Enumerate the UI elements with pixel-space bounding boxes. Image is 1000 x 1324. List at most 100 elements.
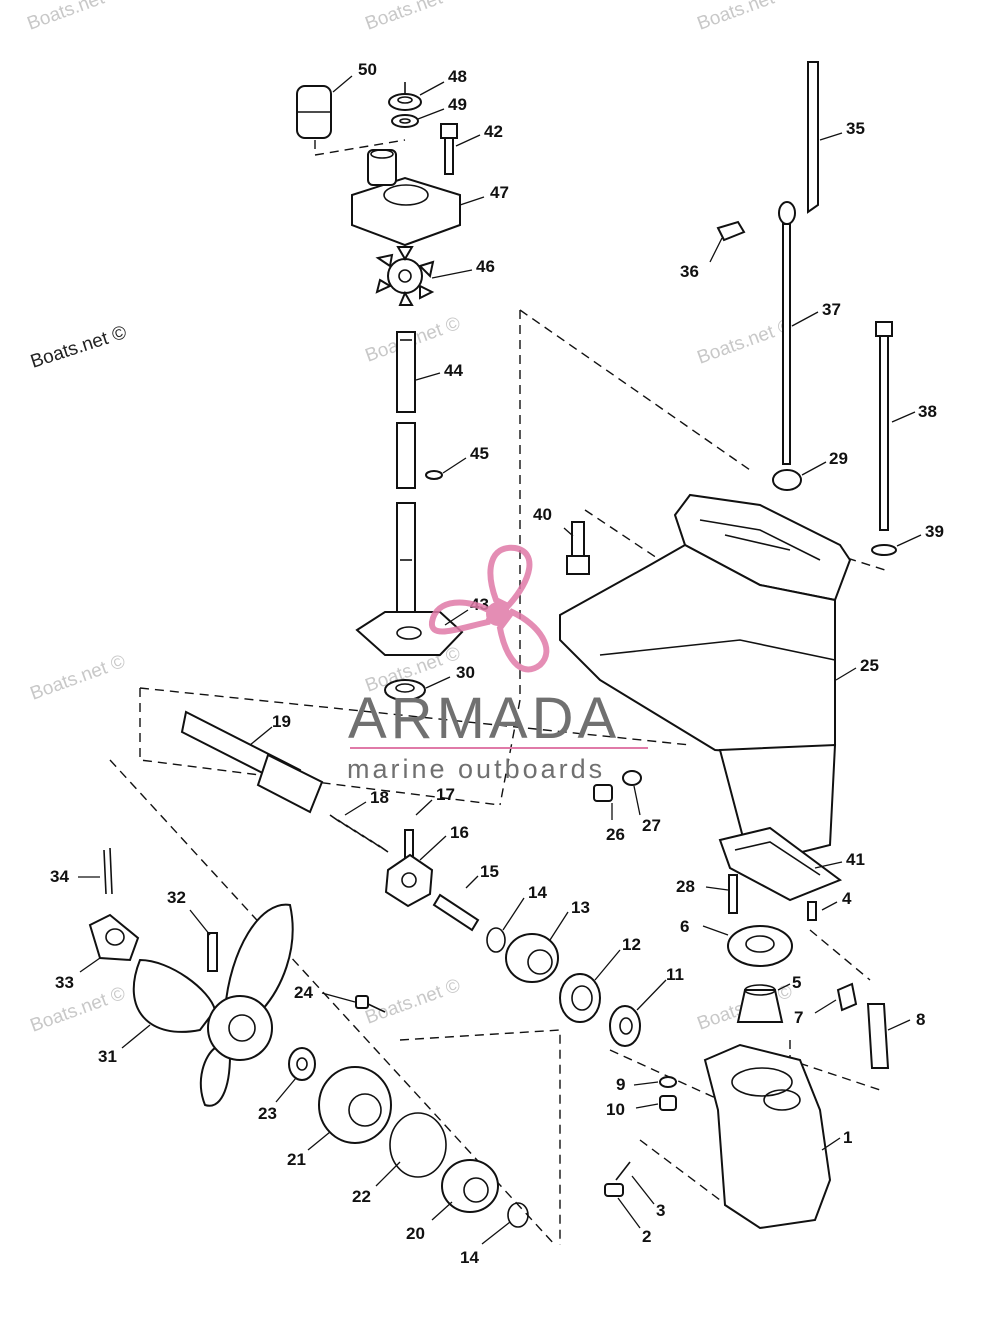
part-28-stud [728,874,738,914]
part-33-thrust-hub [88,913,140,962]
watermark: Boats.net [695,0,778,35]
callout-6: 6 [680,917,689,936]
part-15-shaft [432,893,480,932]
callout-28: 28 [676,877,695,896]
callout-49: 49 [448,95,467,114]
part-40-screw [566,521,590,575]
callout-48: 48 [448,67,467,86]
part-20-gear [441,1159,499,1213]
part-39-washer [871,544,897,556]
watermark-copyright: Boats.net © [28,322,129,373]
part-49-washer [391,114,419,128]
callout-15: 15 [480,862,499,881]
part-3-pin [615,1161,631,1181]
part-34-cotter-pin [103,847,113,895]
part-37-connector-rod [778,201,796,465]
part-13-gear [505,933,559,983]
part-32-pin [207,932,218,972]
part-6-bearing [727,925,793,967]
callout-14: 14 [528,883,547,902]
logo-wordmark: ARMADA [348,686,620,751]
callout-47: 47 [490,183,509,202]
callout-9: 9 [616,1075,625,1094]
callout-2: 2 [642,1227,651,1246]
callout-12: 12 [622,935,641,954]
part-14-oring-lower [507,1202,529,1228]
part-25-gear-housing [559,493,852,857]
part-4-pin [807,901,817,921]
callout-32: 32 [167,888,186,907]
callout-36: 36 [680,262,699,281]
part-29-bushing [772,469,802,491]
part-31-propeller [132,903,294,1107]
callout-21: 21 [287,1150,306,1169]
callout-18: 18 [370,788,389,807]
callout-34: 34 [50,867,69,886]
part-36-screw [716,220,746,242]
watermark-copyright: Boats.net © [28,983,129,1037]
callout-17: 17 [436,785,455,804]
part-24-screw [355,995,386,1013]
callout-4: 4 [842,889,852,908]
part-45-pin [425,470,443,480]
callout-23: 23 [258,1104,277,1123]
callout-8: 8 [916,1010,925,1029]
watermark: Boats.net [25,0,108,35]
callout-24: 24 [294,983,313,1002]
callout-27: 27 [642,816,661,835]
callout-5: 5 [792,973,801,992]
callout-14-lower: 14 [460,1248,479,1267]
callout-30: 30 [456,663,475,682]
callout-19: 19 [272,712,291,731]
callout-50: 50 [358,60,377,79]
part-42-screw [440,123,458,175]
callout-7: 7 [794,1008,803,1027]
callout-38: 38 [918,402,937,421]
callout-46: 46 [476,257,495,276]
callout-45: 45 [470,444,489,463]
part-27-washer [622,770,642,786]
part-38-stud [875,321,893,531]
watermark-copyright: Boats.net © [28,651,129,705]
callout-11: 11 [666,965,684,984]
propeller-logo-icon [429,544,550,673]
part-46-impeller [375,246,435,306]
callout-22: 22 [352,1187,371,1206]
part-41-gasket [718,826,843,902]
callout-26: 26 [606,825,625,844]
part-35-shift-rod [807,61,819,214]
part-30-bearing [384,679,426,701]
callout-25: 25 [860,656,879,675]
callout-37: 37 [822,300,841,319]
part-47-pump-housing [351,149,461,247]
part-23-bearing [288,1047,316,1081]
part-43-pump-plate [355,611,464,656]
leader-lines [78,75,922,1245]
callout-35: 35 [846,119,865,138]
callout-20: 20 [406,1224,425,1243]
watermark-copyright: Boats.net © [695,315,796,369]
callout-1: 1 [843,1128,852,1147]
part-9-washer [659,1076,677,1088]
callout-numbers: 50 48 49 42 47 46 44 45 43 30 35 36 37 3… [50,60,944,1267]
part-16-clutch [384,853,434,908]
callout-16: 16 [450,823,469,842]
callout-40: 40 [533,505,552,524]
callout-29: 29 [829,449,848,468]
callout-13: 13 [571,898,590,917]
callout-42: 42 [484,122,503,141]
watermark: Boats.net [363,0,446,35]
logo-tagline: marine outboards [347,754,605,784]
callout-31: 31 [98,1047,117,1066]
callout-10: 10 [606,1100,625,1119]
part-12-bearing [559,973,601,1023]
part-14-oring [486,927,506,953]
part-10-nut [659,1095,677,1111]
part-5-pinion [736,984,784,1023]
part-7-clip [836,982,858,1012]
callout-41: 41 [846,850,865,869]
watermark-copyright: Boats.net © [363,975,464,1029]
armada-logo: ARMADA marine outboards [347,544,648,784]
part-1-lower-housing [703,1043,832,1230]
